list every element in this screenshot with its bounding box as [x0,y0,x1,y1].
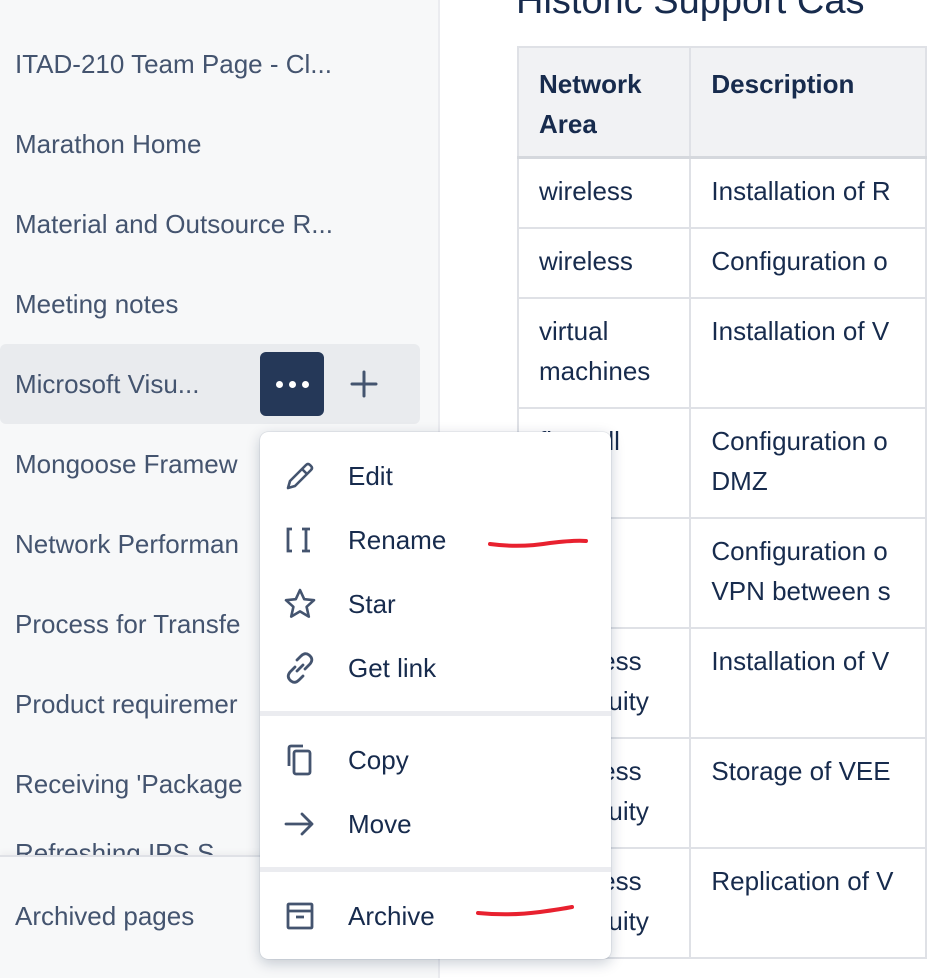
rename-cursor-icon [286,527,310,553]
add-child-page-button[interactable] [340,356,388,412]
sidebar-item-meeting-notes[interactable]: Meeting notes [0,264,420,344]
sidebar-item-material-and-outsource[interactable]: Material and Outsource R... [0,184,420,264]
more-actions-button[interactable] [260,352,324,416]
more-horizontal-icon [275,380,283,388]
more-horizontal-icon-dot [288,380,296,388]
sidebar-item-itad-210-team-page[interactable]: ITAD-210 Team Page - Cl... [0,24,420,104]
cell-description: Storage of VEE [689,737,927,849]
sidebar-item-mongoose-framework[interactable]: Mongoose Framew [0,424,420,504]
star-icon [284,588,316,618]
sidebar-item-marathon-home[interactable]: Marathon Home [0,104,420,184]
menu-item-label: Copy [348,744,409,775]
sidebar-item-microsoft-visual[interactable]: Microsoft Visu... [0,344,420,424]
cell-description: Configuration o [689,227,927,299]
column-header-network-area: Network Area [516,46,692,159]
red-underline-annotation-archive [476,905,574,917]
sidebar-item-label: Process for Transfe [15,608,241,639]
sidebar-item-label: Material and Outsource R... [15,208,333,239]
arrow-right-icon [284,812,314,836]
menu-item-get-link[interactable]: Get link [260,636,611,700]
cell-text: Configuration o VPN between s [711,536,891,606]
menu-item-move[interactable]: Move [260,792,611,856]
cell-description: Installation of V [689,297,927,409]
sidebar-item-label: Marathon Home [15,128,202,159]
menu-item-edit[interactable]: Edit [260,444,611,508]
cell-description: Configuration o DMZ [689,407,927,519]
table-header-row: Network Area Description [516,46,927,159]
header-label: Network Area [539,69,642,139]
cell-description: Installation of V [689,627,927,739]
sidebar-item-label: Mongoose Framew [15,448,238,479]
menu-item-rename[interactable]: Rename [260,508,611,572]
sidebar-item-receiving-package[interactable]: Receiving 'Package [0,744,420,824]
sidebar-item-network-performance[interactable]: Network Performan [0,504,420,584]
sidebar-item-label: Meeting notes [15,288,179,319]
sidebar-item-label: ITAD-210 Team Page - Cl... [15,48,332,79]
sidebar-item-product-requirements[interactable]: Product requiremer [0,664,420,744]
table-row: wireless Configuration o [516,227,927,299]
menu-item-star[interactable]: Star [260,572,611,636]
cell-network-area: wireless [516,227,692,299]
archive-box-icon [286,902,314,930]
menu-item-archive[interactable]: Archive [260,884,611,948]
cell-description: Configuration o VPN between s [689,517,927,629]
sidebar-item-label: Microsoft Visu... [15,368,200,399]
copy-icon [287,744,312,776]
menu-item-label: Move [348,808,412,839]
cell-text: virtual machines [539,316,651,386]
menu-divider [260,867,611,872]
cell-description: Replication of V [689,847,927,959]
sidebar-item-label: Product requiremer [15,688,238,719]
menu-divider [260,711,611,716]
table-row: virtual machines Installation of V [516,297,927,409]
more-horizontal-icon-dot [301,380,309,388]
cell-network-area: virtual machines [516,297,692,409]
cell-network-area: wireless [516,156,692,229]
menu-item-label: Star [348,588,396,619]
table-row: wireless Installation of R [516,156,927,229]
cell-description: Installation of R [689,156,927,229]
menu-item-copy[interactable]: Copy [260,728,611,792]
pencil-icon [286,462,314,490]
red-underline-annotation-rename [488,538,588,548]
link-icon [286,652,314,684]
page-heading: Historic Support Cas [516,0,865,22]
sidebar-item-label: Receiving 'Package [15,768,243,799]
column-header-description: Description [689,46,927,159]
page-actions-menu: Edit Rename Star Get link Copy Move Arch… [260,432,611,959]
menu-item-label: Edit [348,460,393,491]
menu-item-label: Get link [348,652,437,683]
plus-icon [350,370,378,398]
menu-item-label: Archive [348,900,435,931]
archived-pages-link[interactable]: Archived pages [15,901,195,931]
menu-item-label: Rename [348,524,447,555]
sidebar-item-process-for-transfer[interactable]: Process for Transfe [0,584,420,664]
cell-text: Configuration o DMZ [711,426,888,496]
sidebar-item-label: Network Performan [15,528,239,559]
